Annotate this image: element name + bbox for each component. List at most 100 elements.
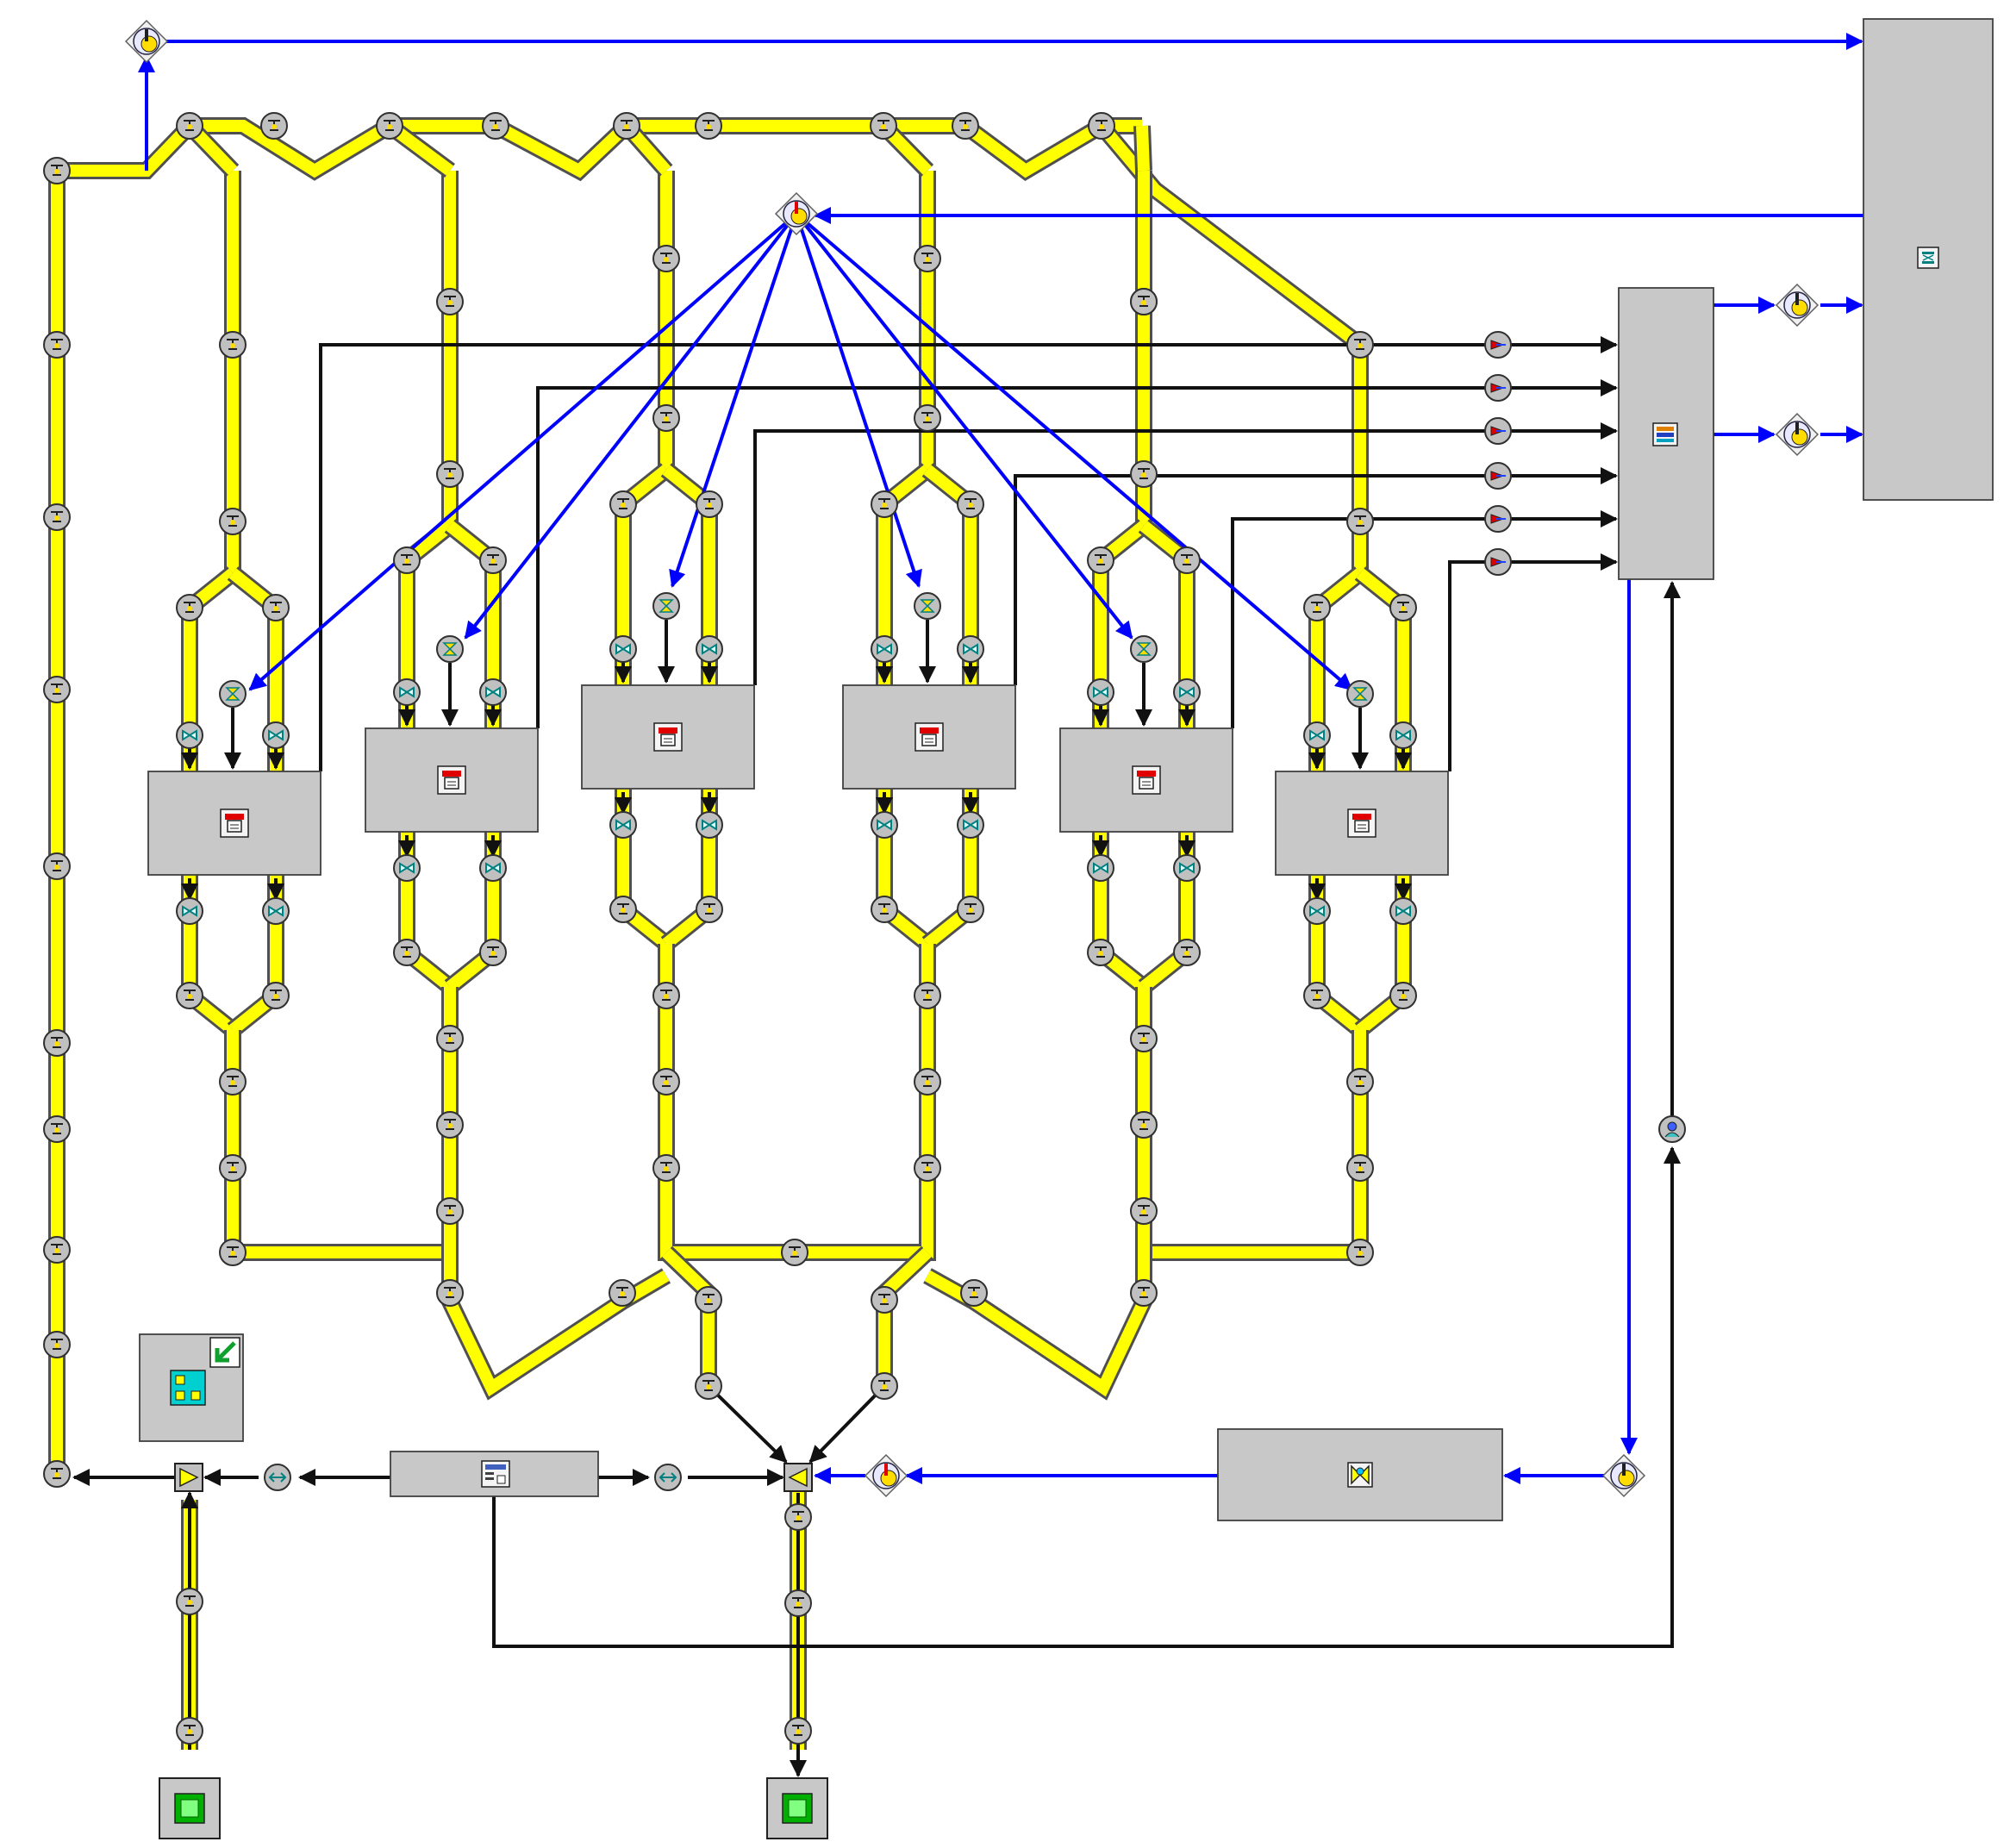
tee-node-icon[interactable] xyxy=(436,1279,464,1307)
valve-icon[interactable] xyxy=(176,897,203,925)
tee-node-icon[interactable] xyxy=(43,1029,71,1057)
sensor-icon[interactable] xyxy=(914,592,941,620)
valve-icon[interactable] xyxy=(696,635,723,663)
sensor-icon[interactable] xyxy=(1346,680,1374,708)
valve-icon[interactable] xyxy=(176,721,203,749)
tee-node-icon[interactable] xyxy=(436,1197,464,1225)
tee-node-icon[interactable] xyxy=(43,1115,71,1143)
control-line-3[interactable] xyxy=(753,422,1618,685)
tee-node-icon[interactable] xyxy=(871,896,898,923)
blue-hub-line-5[interactable] xyxy=(795,212,1133,640)
sensor-icon[interactable] xyxy=(1130,635,1158,663)
valve-icon[interactable] xyxy=(262,721,290,749)
tee-node-icon[interactable] xyxy=(609,1279,636,1307)
left-drop-arrow[interactable] xyxy=(707,1384,788,1464)
tee-node-icon[interactable] xyxy=(436,288,464,315)
valve-icon[interactable] xyxy=(479,678,507,706)
col6-collector[interactable] xyxy=(1144,1030,1366,1258)
mixer-center[interactable] xyxy=(783,1463,813,1492)
sensor-icon[interactable] xyxy=(219,680,247,708)
right-drop-arrow[interactable] xyxy=(808,1384,886,1464)
level-sensor-icon[interactable] xyxy=(1484,462,1512,490)
valve-icon[interactable] xyxy=(871,635,898,663)
tee-node-icon[interactable] xyxy=(696,490,723,518)
tee-node-icon[interactable] xyxy=(957,490,984,518)
pump-block[interactable] xyxy=(1217,1428,1503,1521)
reactor-block-2[interactable] xyxy=(365,727,539,833)
valve-icon[interactable] xyxy=(1389,897,1417,925)
top-header-pipe[interactable] xyxy=(57,120,1142,178)
blue-hub-line-4[interactable] xyxy=(795,213,922,588)
tee-node-icon[interactable] xyxy=(781,1239,808,1266)
tee-node-icon[interactable] xyxy=(43,1460,71,1488)
valve-icon[interactable] xyxy=(696,811,723,839)
valve-icon[interactable] xyxy=(1087,854,1114,882)
tee-node-icon[interactable] xyxy=(609,490,637,518)
tee-node-icon[interactable] xyxy=(652,1068,680,1096)
tee-node-icon[interactable] xyxy=(652,982,680,1009)
valve-icon[interactable] xyxy=(609,811,637,839)
valve-icon[interactable] xyxy=(957,811,984,839)
tee-node-icon[interactable] xyxy=(176,1717,203,1745)
temperature-gauge-icon[interactable] xyxy=(1775,412,1820,457)
inlet-boundary[interactable] xyxy=(159,1777,221,1839)
col5-top[interactable] xyxy=(1136,125,1150,172)
tee-node-icon[interactable] xyxy=(176,594,203,621)
control-line-4[interactable] xyxy=(1014,467,1618,685)
tee-node-icon[interactable] xyxy=(1346,1068,1374,1096)
outlet-boundary[interactable] xyxy=(766,1777,828,1839)
tee-node-icon[interactable] xyxy=(219,331,247,359)
tee-node-icon[interactable] xyxy=(43,852,71,880)
tee-node-icon[interactable] xyxy=(1130,1025,1158,1052)
valve-icon[interactable] xyxy=(393,678,421,706)
level-sensor-icon[interactable] xyxy=(1484,417,1512,445)
valve-icon[interactable] xyxy=(393,854,421,882)
tee-node-icon[interactable] xyxy=(176,982,203,1009)
tee-node-icon[interactable] xyxy=(43,1331,71,1358)
valve-icon[interactable] xyxy=(1389,721,1417,749)
tee-node-icon[interactable] xyxy=(652,245,680,272)
mixer-left[interactable] xyxy=(174,1463,203,1492)
valve-icon[interactable] xyxy=(479,854,507,882)
tee-node-icon[interactable] xyxy=(43,157,71,184)
controller-feedback-line[interactable] xyxy=(492,1146,1681,1648)
tee-node-icon[interactable] xyxy=(43,503,71,531)
tee-node-icon[interactable] xyxy=(176,1588,203,1615)
level-sensor-icon[interactable] xyxy=(1484,505,1512,533)
tee-node-icon[interactable] xyxy=(613,112,640,140)
tee-node-icon[interactable] xyxy=(696,896,723,923)
valve-icon[interactable] xyxy=(1173,678,1201,706)
tee-node-icon[interactable] xyxy=(219,508,247,535)
tee-node-icon[interactable] xyxy=(219,1239,247,1266)
col5-collector[interactable] xyxy=(924,987,1150,1397)
level-sensor-icon[interactable] xyxy=(1484,548,1512,576)
tee-node-icon[interactable] xyxy=(1130,1197,1158,1225)
tee-node-icon[interactable] xyxy=(262,594,290,621)
tee-node-icon[interactable] xyxy=(43,1236,71,1264)
tee-node-icon[interactable] xyxy=(871,1372,898,1400)
sensor-icon[interactable] xyxy=(652,592,680,620)
tee-node-icon[interactable] xyxy=(219,1068,247,1096)
tee-node-icon[interactable] xyxy=(436,1025,464,1052)
tee-node-icon[interactable] xyxy=(695,1372,722,1400)
controller-block[interactable] xyxy=(390,1451,599,1497)
tee-node-icon[interactable] xyxy=(695,112,722,140)
tee-node-icon[interactable] xyxy=(957,896,984,923)
control-line-2[interactable] xyxy=(536,379,1618,728)
control-line-6[interactable] xyxy=(1448,553,1618,771)
tee-node-icon[interactable] xyxy=(914,404,941,432)
blue-hub-line-3[interactable] xyxy=(669,213,798,588)
blue-hub-line-6[interactable] xyxy=(795,212,1353,691)
tee-node-icon[interactable] xyxy=(914,982,941,1009)
temperature-gauge-icon[interactable] xyxy=(1601,1453,1646,1498)
valve-icon[interactable] xyxy=(1173,854,1201,882)
valve-icon[interactable] xyxy=(957,635,984,663)
sensor-icon[interactable] xyxy=(436,635,464,663)
tee-node-icon[interactable] xyxy=(914,245,941,272)
level-sensor-icon[interactable] xyxy=(1484,331,1512,359)
tee-node-icon[interactable] xyxy=(871,1286,898,1314)
blue-hub-line-1[interactable] xyxy=(248,212,798,691)
reactor-block-1[interactable] xyxy=(147,771,321,876)
tee-node-icon[interactable] xyxy=(1389,594,1417,621)
mixer-node-icon[interactable] xyxy=(264,1464,291,1491)
